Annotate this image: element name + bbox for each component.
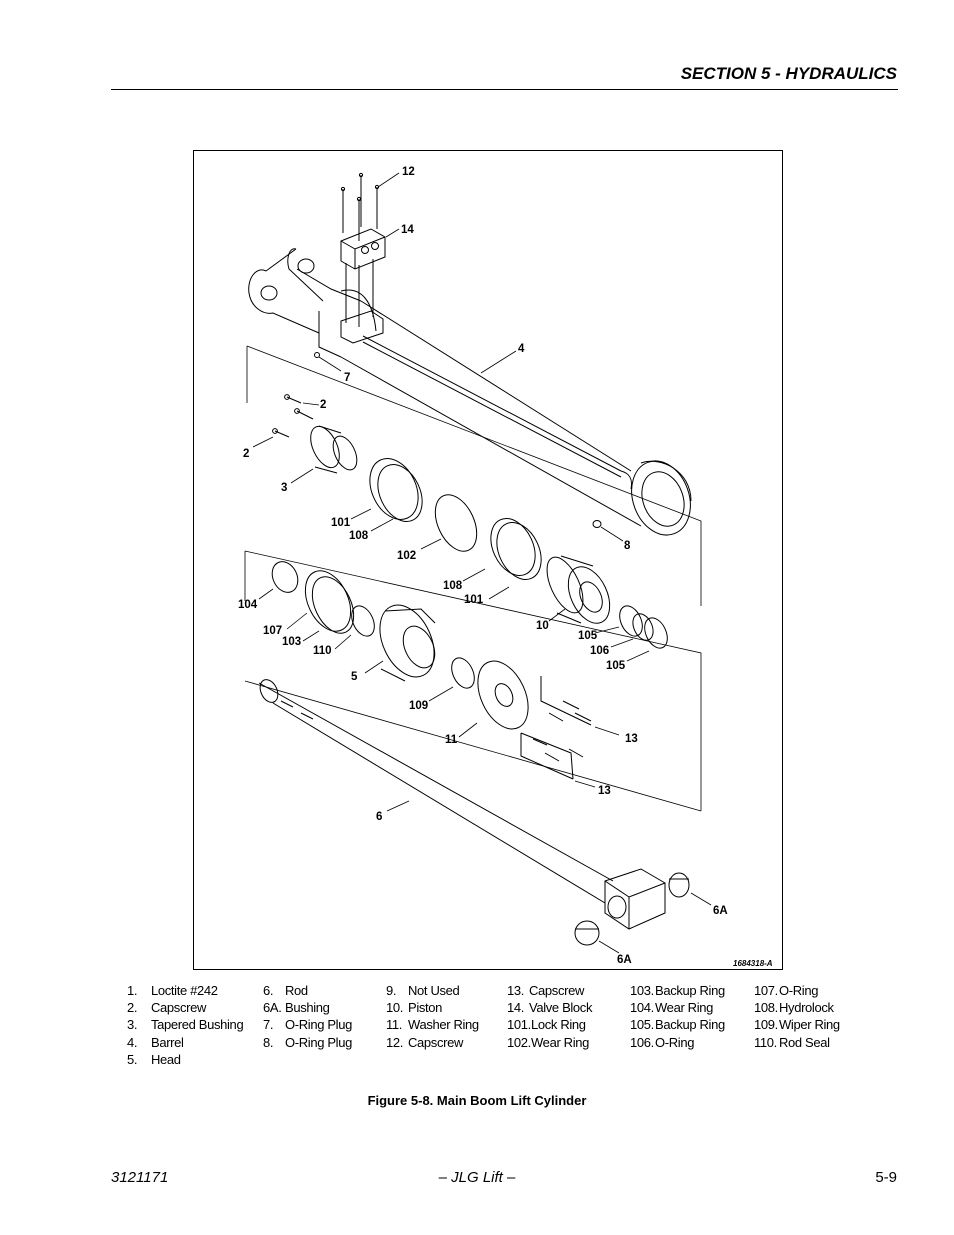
legend-item: 5.Head: [127, 1051, 181, 1067]
legend-item: 104.Wear Ring: [630, 1000, 714, 1016]
callout-105a: 105: [578, 630, 598, 642]
callout-106: 106: [590, 645, 609, 657]
callout-13b: 13: [598, 785, 611, 797]
callout-108a: 108: [349, 530, 369, 542]
capscrews-12: [340, 172, 380, 241]
callout-11: 11: [445, 734, 458, 746]
footer-page-number: 5-9: [875, 1169, 897, 1186]
piston-rings: [619, 605, 668, 649]
callout-109: 109: [409, 700, 428, 712]
leader-lines: [252, 172, 712, 954]
legend-column-1: 1.Loctite #242 2.Capscrew 3.Tapered Bush…: [127, 983, 244, 1069]
figure-frame: 12 14 4 7 2 2 3 101 108 8 102 108 101 10…: [193, 150, 783, 970]
piston-part: [546, 555, 611, 624]
callout-2a: 2: [320, 399, 326, 411]
o-ring-plug-7: [314, 352, 320, 358]
legend-column-4: 13.Capscrew 14.Valve Block 101.Lock Ring…: [507, 983, 592, 1052]
callout-2b: 2: [243, 448, 249, 460]
legend-column-5: 103.Backup Ring 104.Wear Ring 105.Backup…: [630, 983, 725, 1052]
parts-legend: 1.Loctite #242 2.Capscrew 3.Tapered Bush…: [127, 983, 847, 1073]
callout-8: 8: [624, 540, 631, 552]
callout-3: 3: [281, 482, 287, 494]
legend-item: 13.Capscrew: [507, 983, 584, 998]
bushings-6a: [574, 872, 690, 946]
legend-item: 6A.Bushing: [263, 1000, 330, 1016]
callout-108b: 108: [443, 580, 463, 592]
rod-part: [258, 679, 666, 930]
callout-14: 14: [401, 224, 414, 236]
callout-110: 110: [313, 645, 332, 657]
legend-item: 14.Valve Block: [507, 1000, 593, 1016]
callout-7: 7: [344, 372, 350, 384]
legend-item: 6.Rod: [263, 983, 308, 998]
valve-block-part: [340, 228, 386, 344]
head-part: [379, 604, 436, 682]
callout-12: 12: [402, 166, 415, 178]
legend-item: 2.Capscrew: [127, 1000, 206, 1016]
legend-item: 105.Backup Ring: [630, 1017, 725, 1033]
callout-6a-a: 6A: [713, 905, 728, 917]
legend-item: 109.Wiper Ring: [754, 1017, 840, 1033]
callout-6a-b: 6A: [617, 954, 632, 966]
callout-104: 104: [238, 599, 258, 611]
callout-labels: 12 14 4 7 2 2 3 101 108 8 102 108 101 10…: [238, 166, 773, 968]
barrel-rings: [369, 458, 542, 580]
footer-center-text: – JLG Lift –: [438, 1169, 516, 1186]
legend-column-6: 107.O-Ring 108.Hydrolock 109.Wiper Ring …: [754, 983, 840, 1052]
section-title: SECTION 5 - HYDRAULICS: [680, 64, 897, 83]
drawing-id: 1684318-A: [733, 959, 773, 968]
callout-102: 102: [397, 550, 416, 562]
callout-10: 10: [536, 620, 549, 632]
tapered-bushing-part: [310, 425, 358, 474]
wiper-washer: [451, 657, 529, 730]
legend-item: 108.Hydrolock: [754, 1000, 834, 1016]
callout-101b: 101: [464, 594, 484, 606]
legend-item: 103.Backup Ring: [630, 983, 725, 998]
legend-column-2: 6.Rod 6A.Bushing 7.O-Ring Plug 8.O-Ring …: [263, 983, 352, 1052]
capscrews-2: [272, 394, 314, 438]
legend-item: 7.O-Ring Plug: [263, 1017, 352, 1033]
legend-item: 4.Barrel: [127, 1034, 184, 1050]
capscrews-13: [520, 676, 592, 780]
barrel-part: [248, 248, 692, 536]
callout-101a: 101: [331, 517, 351, 529]
legend-item: 1.Loctite #242: [127, 983, 218, 998]
legend-item: 12.Capscrew: [386, 1034, 463, 1050]
legend-item: 10.Piston: [386, 1000, 443, 1016]
legend-item: 8.O-Ring Plug: [263, 1034, 352, 1050]
callout-4: 4: [518, 343, 525, 355]
exploded-view-drawing: 12 14 4 7 2 2 3 101 108 8 102 108 101 10…: [238, 166, 773, 968]
head-rings: [271, 561, 375, 637]
callout-107: 107: [263, 625, 282, 637]
callout-6: 6: [376, 811, 382, 823]
callout-105b: 105: [606, 660, 626, 672]
figure-caption: Figure 5-8. Main Boom Lift Cylinder: [367, 1093, 587, 1108]
legend-item: 106.O-Ring: [630, 1034, 695, 1050]
group-outline-barrel: [244, 345, 702, 812]
o-ring-plug-8: [592, 520, 602, 528]
callout-103: 103: [282, 636, 301, 648]
callout-13a: 13: [625, 733, 638, 745]
legend-item: 3.Tapered Bushing: [127, 1017, 244, 1033]
legend-item: 9.Not Used: [386, 983, 460, 998]
legend-item: 102.Wear Ring: [507, 1034, 590, 1050]
footer-doc-number: 3121171: [111, 1169, 169, 1186]
callout-5: 5: [351, 671, 358, 683]
header-rule: [111, 89, 898, 90]
legend-item: 107.O-Ring: [754, 983, 819, 998]
legend-item: 101.Lock Ring: [507, 1017, 586, 1033]
legend-item: 110.Rod Seal: [754, 1034, 830, 1050]
legend-column-3: 9.Not Used 10.Piston 11.Washer Ring 12.C…: [386, 983, 479, 1052]
legend-item: 11.Washer Ring: [386, 1017, 479, 1033]
